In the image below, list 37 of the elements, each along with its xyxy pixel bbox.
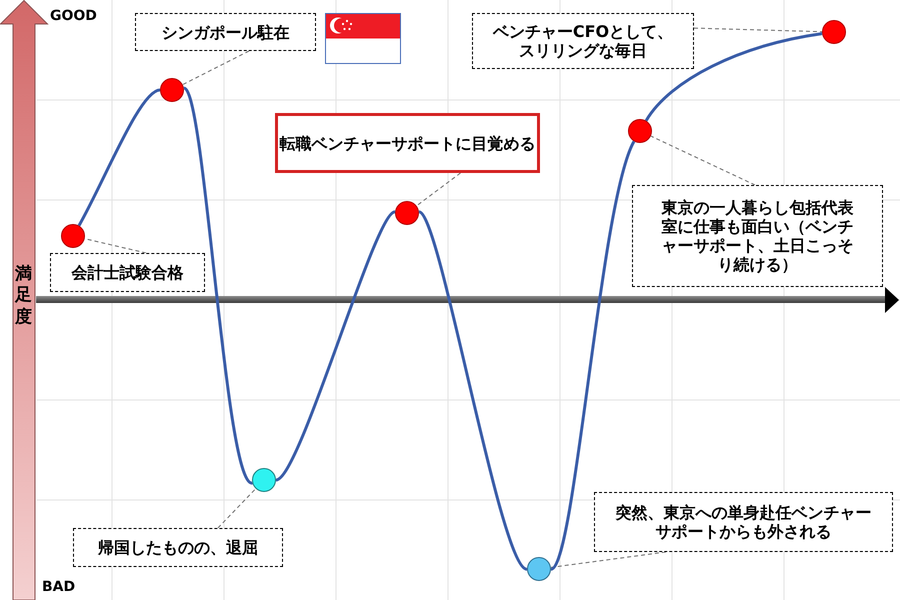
- axis-label: GOOD: [50, 9, 97, 23]
- axis-label: BAD: [42, 580, 76, 594]
- callout-box: [594, 492, 893, 552]
- curve-segment: [275, 210, 396, 482]
- point-marker: [527, 557, 551, 581]
- point-marker: [628, 119, 652, 143]
- leader-line: [217, 488, 256, 528]
- callout-box: [472, 13, 694, 69]
- point-marker: [160, 78, 184, 102]
- flag-icon: [325, 13, 401, 64]
- callout-box: [73, 528, 283, 567]
- leader-line: [550, 552, 666, 568]
- callout-text: ベンチャーCFOとして、スリリングな毎日: [492, 22, 674, 60]
- axis-label: 満足度: [15, 264, 32, 328]
- point-marker: [395, 201, 419, 225]
- callout-box: [632, 185, 883, 287]
- curve-segment: [644, 32, 822, 122]
- callout-box: [275, 113, 540, 173]
- callout-box: [135, 13, 316, 51]
- leader-line: [650, 136, 756, 186]
- callout-text: シンガポール駐在: [162, 22, 290, 42]
- callout-text: 東京の一人暮らし包括代表室に仕事も面白い（ベンチャーサポート、土日こっそり続ける）: [660, 198, 854, 274]
- callout-text: 突然、東京への単身赴任ベンチャーサポートからも外される: [614, 503, 872, 541]
- leader-line: [416, 172, 461, 206]
- curve-segment: [550, 140, 636, 570]
- callout-text: 会計士試験合格: [72, 263, 184, 282]
- leader-line: [182, 50, 250, 86]
- callout-box: [50, 253, 205, 292]
- callout-text: 帰国したものの、退屈: [98, 538, 258, 557]
- point-marker: [252, 468, 276, 492]
- curve-segment: [182, 87, 254, 484]
- leader-line: [694, 28, 822, 32]
- point-marker: [822, 20, 846, 44]
- curve-segment: [418, 210, 528, 570]
- callout-text: 転職ベンチャーサポートに目覚める: [280, 134, 536, 152]
- point-marker: [61, 224, 85, 248]
- curve-segment: [78, 88, 160, 226]
